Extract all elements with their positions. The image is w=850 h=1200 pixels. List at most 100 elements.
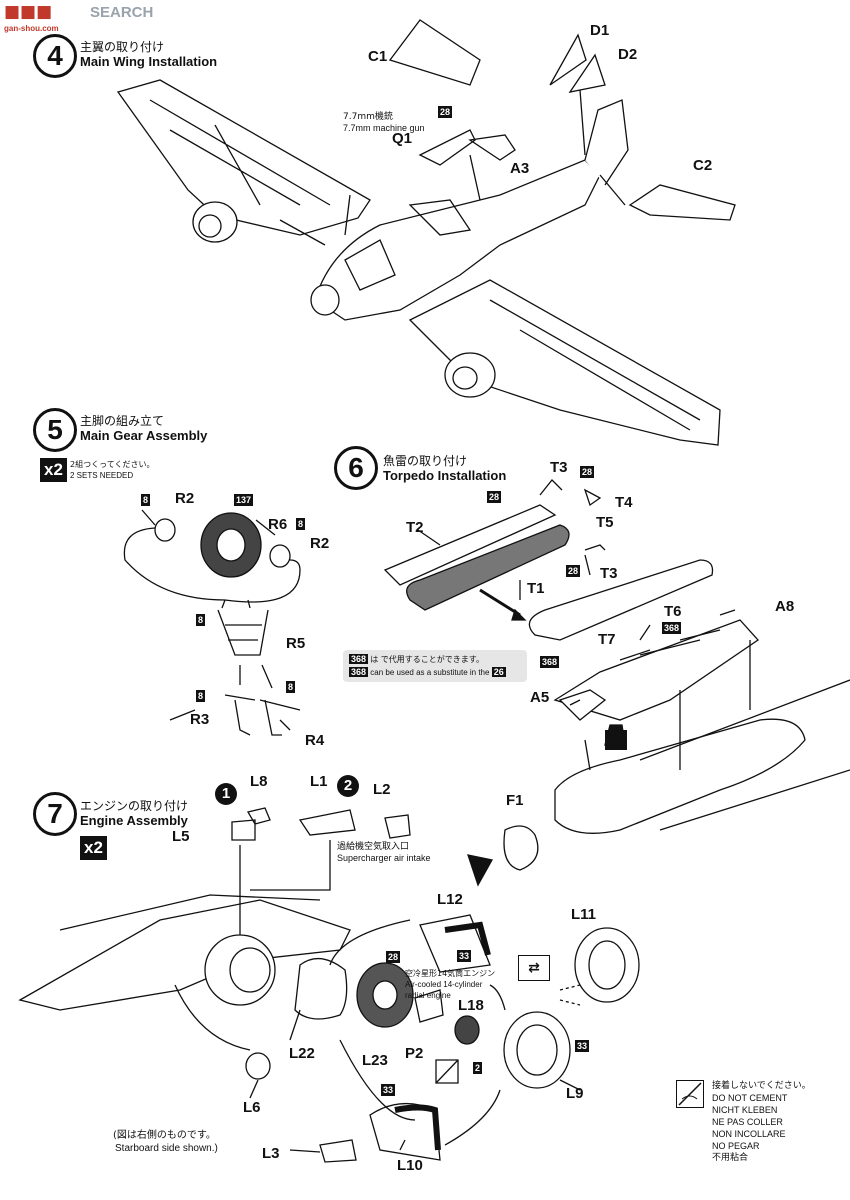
part-label-t4: T4 — [615, 494, 633, 511]
variant-1-marker: 1 — [215, 783, 237, 805]
no-cement-warning: 接着しないでください。 DO NOT CEMENT NICHT KLEBEN N… — [712, 1080, 811, 1164]
part-label-r3: R3 — [190, 711, 210, 728]
intake-label-en: Supercharger air intake — [337, 853, 431, 863]
engine-label-en-2: radial engine — [405, 991, 451, 1000]
part-label-l8: L8 — [250, 773, 268, 790]
part-label-r5: R5 — [286, 635, 306, 652]
intake-parts-drawing — [231, 807, 411, 841]
part-label-r6: R6 — [268, 516, 288, 533]
part-label-l18: L18 — [458, 997, 484, 1014]
warning-line-de: NICHT KLEBEN — [712, 1105, 778, 1115]
note-badge-368-b: 368 — [349, 667, 369, 677]
substitute-note-en-line: 368 can be used as a substitute in the 2… — [349, 666, 521, 679]
f1-arrow-drawing — [467, 854, 494, 887]
warning-line-es: NO PEGAR — [712, 1141, 760, 1151]
engine-wing-drawing — [18, 894, 351, 1080]
color-badge-33-l9: 33 — [575, 1040, 590, 1052]
main-wing-left-drawing — [116, 79, 371, 243]
engine-cowl-drawing — [294, 914, 640, 1163]
step-5-quantity-jp: 2組つくってください。 — [70, 460, 155, 469]
color-badge-8-r3: 8 — [196, 690, 206, 702]
color-badge-28-engine: 28 — [386, 951, 401, 963]
step-6-title-jp: 魚雷の取り付け — [383, 454, 468, 468]
part-label-r4: R4 — [305, 732, 325, 749]
part-label-l2: L2 — [373, 781, 391, 798]
part-label-l22: L22 — [289, 1045, 315, 1062]
warning-line-en: DO NOT CEMENT — [712, 1093, 788, 1103]
step-7-title-jp: エンジンの取り付け — [80, 799, 189, 813]
note-badge-26: 26 — [491, 667, 506, 677]
color-badge-28-t3a: 28 — [487, 491, 502, 503]
color-badge-28-t3b: 28 — [566, 565, 581, 577]
cockpit-marker-icon — [605, 730, 627, 750]
warning-line-fr: NE PAS COLLER — [712, 1117, 783, 1127]
color-badge-8-r4: 8 — [286, 681, 296, 693]
part-label-t6: T6 — [664, 603, 682, 620]
part-label-p2: P2 — [405, 1045, 424, 1062]
part-label-l12: L12 — [437, 891, 463, 908]
step-5-quantity-en: 2 SETS NEEDED — [70, 471, 134, 480]
watermark-logo: ■■■ — [4, 2, 53, 22]
part-label-t3b: T3 — [600, 565, 618, 582]
step-5-title-jp: 主脚の組み立て — [80, 414, 165, 428]
main-gear-drawing — [123, 512, 301, 736]
part-label-l1: L1 — [310, 773, 328, 790]
color-badge-368-t6: 368 — [662, 622, 682, 634]
color-badge-33-l12: 33 — [457, 950, 472, 962]
color-badge-137: 137 — [234, 494, 254, 506]
warning-line-it: NON INCOLLARE — [712, 1129, 786, 1139]
part-label-t5: T5 — [596, 514, 614, 531]
part-label-t7: T7 — [598, 631, 616, 648]
machine-gun-label-jp: 7.7mm機銃 — [343, 112, 393, 122]
part-label-c1: C1 — [368, 48, 388, 65]
fuselage-drawing — [310, 99, 629, 321]
substitute-note-jp: は で代用することができます。 — [370, 655, 485, 664]
part-label-d2: D2 — [618, 46, 638, 63]
substitute-note-en: can be used as a substitute in the — [370, 668, 490, 677]
no-cement-icon — [676, 1080, 704, 1108]
color-badge-368-t7: 368 — [540, 656, 560, 668]
color-badge-28-mg: 28 — [438, 106, 453, 118]
part-label-f1: F1 — [506, 792, 524, 809]
part-label-l3: L3 — [262, 1145, 280, 1162]
part-c1-drawing — [388, 19, 481, 86]
step-4-title-en: Main Wing Installation — [80, 54, 218, 69]
step-5-quantity-badge: x2 — [40, 458, 67, 482]
torpedo-drawing — [383, 479, 714, 641]
part-label-q1: Q1 — [392, 130, 413, 147]
starboard-note-jp: (図は右側のものです。 — [113, 1130, 216, 1141]
part-label-l23: L23 — [362, 1052, 388, 1069]
color-badge-2: 2 — [473, 1062, 483, 1074]
variant-2-marker: 2 — [337, 775, 359, 797]
warning-jp: 接着しないでください。 — [712, 1081, 811, 1091]
machine-gun-label-en: 7.7mm machine gun — [343, 123, 425, 133]
color-badge-33-l10: 33 — [381, 1084, 396, 1096]
part-label-t2: T2 — [406, 519, 424, 536]
part-label-t1: T1 — [527, 580, 545, 597]
part-label-c2: C2 — [693, 157, 713, 174]
part-c2-drawing — [628, 184, 736, 221]
machine-gun-drawing — [418, 129, 516, 166]
substitute-note-jp-line: 368 は で代用することができます。 — [349, 653, 521, 666]
watermark-site: gan-shou.com — [4, 24, 59, 33]
color-badge-28-t4: 28 — [580, 466, 595, 478]
part-label-t3a: T3 — [550, 459, 568, 476]
step-4-title-jp: 主翼の取り付け — [80, 40, 165, 54]
part-label-r2a: R2 — [175, 490, 195, 507]
part-label-a5: A5 — [530, 689, 550, 706]
engine-label-jp: 空冷星形14気筒エンジン — [405, 969, 496, 978]
part-label-r2b: R2 — [310, 535, 330, 552]
step-7-quantity-badge: x2 — [80, 836, 107, 860]
warning-zh: 不用粘合 — [712, 1153, 749, 1163]
part-label-l6: L6 — [243, 1099, 261, 1116]
part-label-l9: L9 — [566, 1085, 584, 1102]
flip-arrow-icon: ⇄ — [518, 955, 550, 981]
step-7-number: 7 — [33, 792, 77, 836]
paint-sample-box — [435, 1059, 459, 1084]
step-6-number: 6 — [334, 446, 378, 490]
step-5-title-en: Main Gear Assembly — [80, 428, 208, 443]
part-label-l5: L5 — [172, 828, 190, 845]
part-label-a8: A8 — [775, 598, 795, 615]
color-badge-8-r6: 8 — [296, 518, 306, 530]
color-badge-8-r5: 8 — [196, 614, 206, 626]
